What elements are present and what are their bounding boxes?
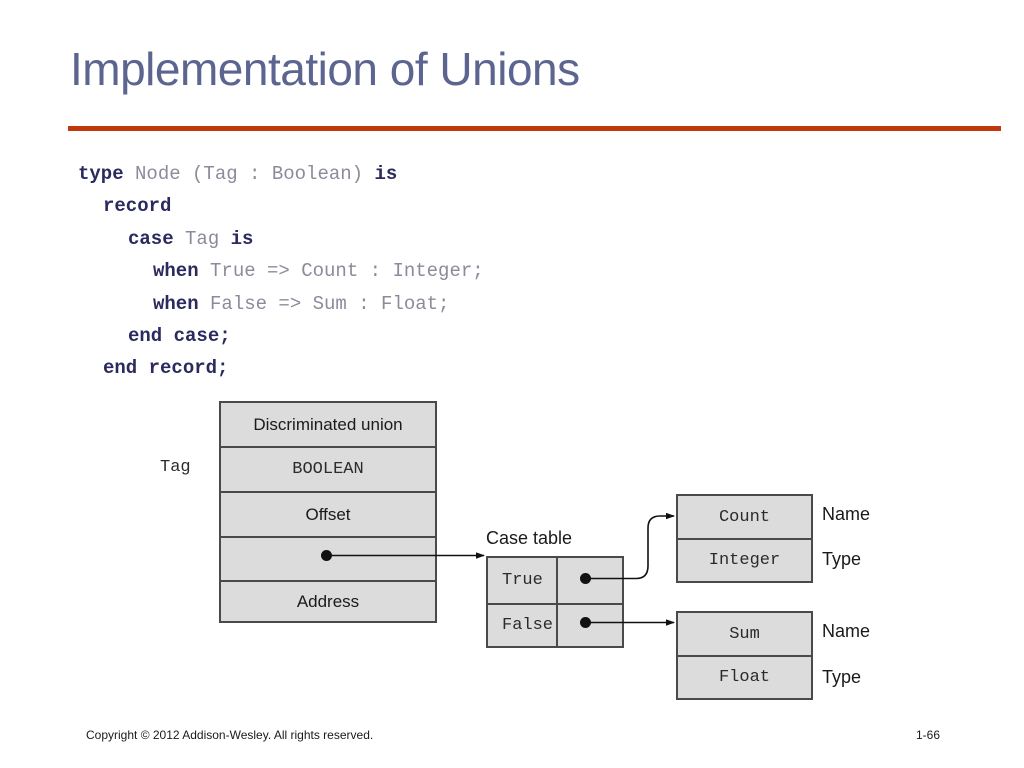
code-line-0: type Node (Tag : Boolean) is <box>78 158 484 190</box>
variant-1-type-label: Type <box>822 667 862 687</box>
code-token-6-0: end record; <box>103 357 229 380</box>
code-block: type Node (Tag : Boolean) is record case T… <box>78 158 484 385</box>
union-row-4-text: Address <box>296 591 360 611</box>
union-row-2-text: Offset <box>305 504 351 524</box>
union-row-0-text: Discriminated union <box>253 414 403 434</box>
variant-0-name-label: Name <box>822 504 871 524</box>
tag-label: Tag <box>160 458 191 477</box>
variant-1-type-row: Float <box>678 655 811 698</box>
code-token-2-2: is <box>230 227 254 250</box>
union-pointer-dot <box>321 550 332 561</box>
case-table-caption: Case table <box>486 528 573 548</box>
case-table: True False <box>486 556 624 648</box>
variant-1-type: Float <box>718 668 770 687</box>
code-line-1: record <box>78 190 484 222</box>
union-row-1: BOOLEAN <box>221 446 435 491</box>
code-token-1-0: record <box>103 195 172 218</box>
variant-box-sum: Sum Float <box>676 611 813 700</box>
union-record-table: Discriminated union BOOLEAN Offset Addre… <box>219 401 437 623</box>
variant-1-name-row: Sum <box>678 613 811 655</box>
title-divider <box>68 126 1001 131</box>
variant-1-name-label: Name <box>822 621 871 641</box>
case-row-false-key: False <box>502 616 554 635</box>
code-line-4: when False => Sum : Float; <box>78 288 484 320</box>
code-token-4-1: False => Sum : Float; <box>198 292 450 315</box>
case-true-pointer-dot <box>580 573 591 584</box>
union-row-1-text: BOOLEAN <box>292 460 364 479</box>
variant-box-count: Count Integer <box>676 494 813 583</box>
footer-copyright: Copyright © 2012 Addison-Wesley. All rig… <box>86 728 374 742</box>
union-row-4: Address <box>221 580 435 621</box>
code-token-4-0: when <box>153 292 199 315</box>
footer-page-number: 1-66 <box>916 728 941 742</box>
code-token-0-1: Node (Tag : Boolean) <box>123 163 375 185</box>
code-line-6: end record; <box>78 352 484 384</box>
case-row-true-key: True <box>502 571 543 590</box>
page-title: Implementation of Unions <box>70 43 580 95</box>
code-token-3-1: True => Count : Integer; <box>198 260 484 283</box>
union-row-3-pointer <box>221 536 435 580</box>
code-line-2: case Tag is <box>78 223 484 255</box>
case-row-true: True <box>488 558 622 603</box>
case-false-pointer-dot <box>580 617 591 628</box>
variant-0-type: Integer <box>708 551 781 570</box>
variant-0-name-row: Count <box>678 496 811 538</box>
code-token-3-0: when <box>153 260 199 283</box>
variant-0-type-label: Type <box>822 549 862 569</box>
variant-1-name: Sum <box>729 624 760 644</box>
code-token-0-2: is <box>374 163 398 185</box>
union-row-0: Discriminated union <box>221 403 435 446</box>
code-token-5-0: end case; <box>128 325 231 348</box>
code-token-0-0: type <box>78 163 124 185</box>
variant-0-type-row: Integer <box>678 538 811 581</box>
case-row-false: False <box>488 603 622 646</box>
case-table-column-divider <box>556 558 558 646</box>
code-line-3: when True => Count : Integer; <box>78 255 484 287</box>
code-line-5: end case; <box>78 320 484 352</box>
code-token-2-0: case <box>128 227 174 250</box>
union-row-2: Offset <box>221 491 435 536</box>
variant-0-name: Count <box>718 507 770 527</box>
code-token-2-1: Tag <box>173 227 231 250</box>
